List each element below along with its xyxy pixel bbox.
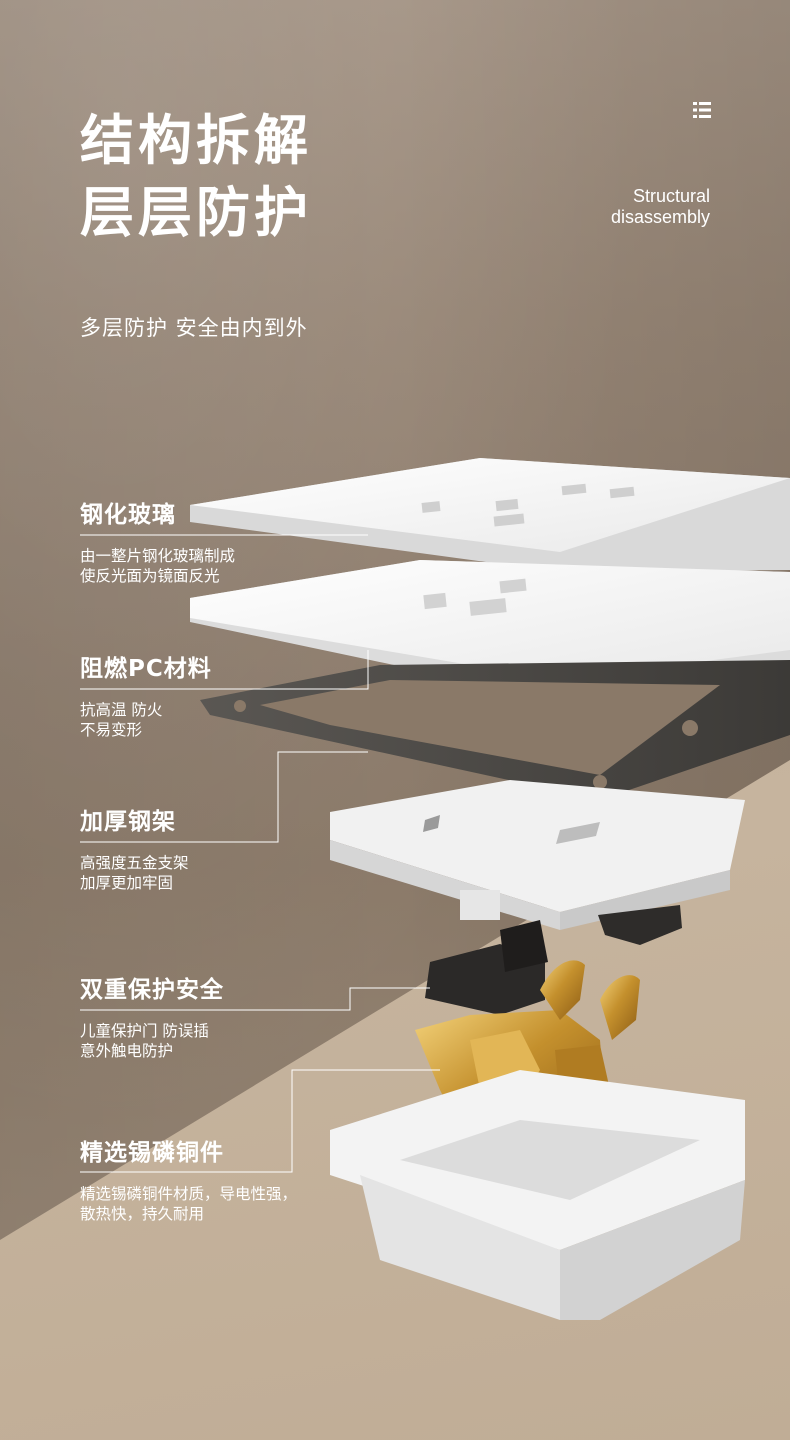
- feature-title: 阻燃PC材料: [80, 656, 212, 682]
- english-subtitle-line2: disassembly: [610, 207, 710, 227]
- child-safety-shutter: [425, 920, 548, 1015]
- insulating-base: [330, 780, 745, 930]
- page-title-line1: 结构拆解: [80, 109, 312, 172]
- english-subtitle-line1: Structural: [632, 186, 710, 206]
- feature-desc: 抗高温 防火 不易变形: [80, 701, 163, 739]
- feature-tempered-glass: 钢化玻璃 由一整片钢化玻璃制成 使反光面为镜面反光: [80, 500, 380, 586]
- feature-desc: 儿童保护门 防误插 意外触电防护: [80, 1022, 209, 1060]
- feature-desc: 高强度五金支架 加厚更加牢固: [80, 854, 189, 892]
- feature-desc: 由一整片钢化玻璃制成 使反光面为镜面反光: [80, 547, 236, 585]
- tagline: 多层防护 安全由内到外: [80, 316, 308, 340]
- feature-steel-frame: 加厚钢架 高强度五金支架 加厚更加牢固: [80, 807, 380, 893]
- feature-title: 双重保护安全: [80, 977, 224, 1003]
- dark-clip: [598, 905, 682, 945]
- callout-lines: [80, 534, 440, 1173]
- feature-pc-material: 阻燃PC材料 抗高温 防火 不易变形: [80, 654, 380, 740]
- list-icon: [693, 102, 711, 118]
- feature-dual-protection: 双重保护安全 儿童保护门 防误插 意外触电防护: [80, 975, 380, 1061]
- tempered-glass-panel: [190, 458, 790, 572]
- feature-title: 加厚钢架: [80, 809, 176, 835]
- socket-base-housing: [330, 1070, 745, 1320]
- page-title-line2: 层层防护: [80, 181, 312, 244]
- english-subtitle: Structural disassembly: [611, 186, 710, 228]
- steel-frame: [200, 660, 790, 800]
- feature-title: 钢化玻璃: [80, 502, 176, 528]
- feature-copper-parts: 精选锡磷铜件 精选锡磷铜件材质，导电性强， 散热快，持久耐用: [80, 1138, 380, 1224]
- feature-desc: 精选锡磷铜件材质，导电性强， 散热快，持久耐用: [80, 1185, 298, 1223]
- feature-title: 精选锡磷铜件: [80, 1140, 224, 1166]
